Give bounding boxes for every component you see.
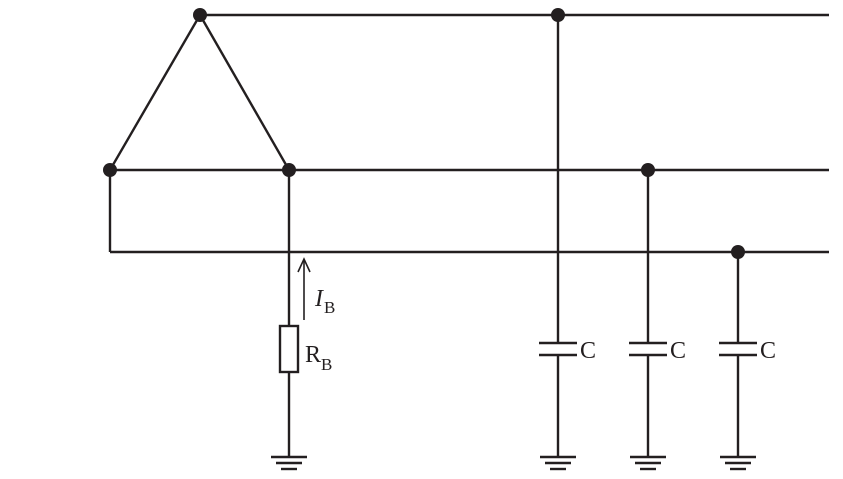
- junction-dot-cap-3: [731, 245, 745, 259]
- junction-dot-right-vertex: [282, 163, 296, 177]
- junction-dots: [103, 8, 745, 259]
- capacitor-branch-3: [719, 252, 757, 471]
- junction-dot-left-vertex: [103, 163, 117, 177]
- junction-dot-top-vertex: [193, 8, 207, 22]
- current-label-subscript: B: [324, 298, 335, 317]
- capacitor-label-2: C: [670, 338, 686, 364]
- resistor-label: R: [305, 342, 321, 368]
- capacitor-label-1: C: [580, 338, 596, 364]
- current-label: I: [314, 286, 324, 312]
- junction-dot-cap-2: [641, 163, 655, 177]
- resistor-label-subscript: B: [321, 355, 332, 374]
- ground-symbol-1: [271, 455, 307, 471]
- capacitor-branch-1: [539, 15, 577, 471]
- delta-winding: [108, 14, 291, 172]
- junction-dot-cap-1: [551, 8, 565, 22]
- capacitor-branch-2: [629, 170, 667, 471]
- grounding-resistor: [278, 324, 300, 374]
- current-arrow: [297, 257, 311, 320]
- capacitor-label-3: C: [760, 338, 776, 364]
- grounding-branch: [271, 170, 307, 471]
